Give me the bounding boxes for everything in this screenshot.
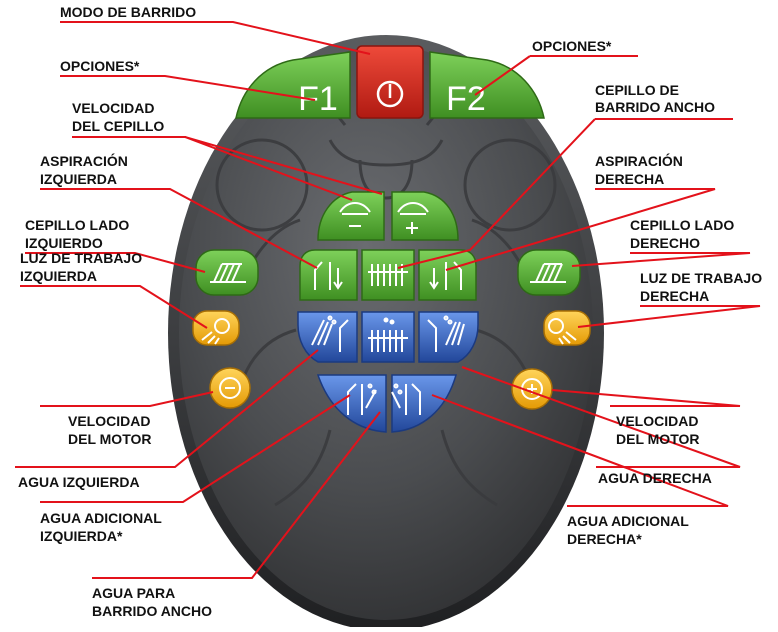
label-vel-motor-izq: VELOCIDAD DEL MOTOR <box>68 413 154 447</box>
label-cepillo-izq: CEPILLO LADO IZQUIERDO <box>25 217 133 251</box>
label-agua-der: AGUA DERECHA <box>598 470 712 486</box>
extra-water-right-button[interactable] <box>391 374 457 433</box>
water-right-icon <box>427 315 465 352</box>
work-light-left-icon <box>201 318 230 345</box>
label-opciones-left: OPCIONES* <box>60 58 140 74</box>
side-brush-right-button[interactable] <box>517 249 581 296</box>
label-modo-barrido: MODO DE BARRIDO <box>60 4 196 20</box>
vacuum-right-button[interactable] <box>418 249 477 301</box>
f2-button[interactable] <box>429 51 545 119</box>
label-cepillo-der: CEPILLO LADO DERECHO <box>630 217 738 251</box>
water-wide-icon <box>368 317 408 352</box>
water-left-icon <box>311 315 349 352</box>
label-vel-motor-der: VELOCIDAD DEL MOTOR <box>616 413 702 447</box>
engine-speed-minus-icon <box>219 377 241 399</box>
label-aspiracion-der: ASPIRACIÓN DERECHA <box>595 152 687 187</box>
callout-labels: MODO DE BARRIDO OPCIONES* OPCIONES* VELO… <box>18 4 766 619</box>
f2-label: F2 <box>446 80 486 118</box>
wide-brush-icon <box>368 264 408 286</box>
label-velocidad-cepillo: VELOCIDAD DEL CEPILLO <box>72 100 164 134</box>
label-agua-adic-izq: AGUA ADICIONAL IZQUIERDA* <box>40 510 165 544</box>
extra-water-left-button[interactable] <box>316 374 387 433</box>
brush-speed-plus-icon <box>397 202 429 234</box>
extra-water-right-icon <box>391 383 421 415</box>
label-luz-izq: LUZ DE TRABAJO IZQUIERDA <box>20 250 146 284</box>
side-brush-right-icon <box>530 263 566 283</box>
brush-speed-minus-button[interactable] <box>317 191 385 241</box>
vacuum-left-icon <box>314 261 343 290</box>
wide-brush-button[interactable] <box>361 249 415 301</box>
vacuum-left-button[interactable] <box>299 249 358 301</box>
brush-speed-minus-icon <box>339 202 371 227</box>
label-agua-adic-der: AGUA ADICIONAL DERECHA* <box>567 513 692 547</box>
label-opciones-right: OPCIONES* <box>532 38 612 54</box>
f1-button[interactable] <box>235 51 351 119</box>
extra-water-left-icon <box>347 383 377 415</box>
side-brush-left-button[interactable] <box>195 249 259 296</box>
label-agua-izq: AGUA IZQUIERDA <box>18 474 140 490</box>
label-agua-ancho: AGUA PARA BARRIDO ANCHO <box>92 585 212 619</box>
label-aspiracion-izq: ASPIRACIÓN IZQUIERDA <box>40 152 132 187</box>
side-brush-left-icon <box>210 263 246 283</box>
label-cepillo-ancho: CEPILLO DE BARRIDO ANCHO <box>595 82 715 115</box>
callout-lines <box>15 21 761 579</box>
label-luz-der: LUZ DE TRABAJO DERECHA <box>640 270 766 304</box>
work-light-right-icon <box>548 318 577 345</box>
vacuum-right-icon <box>429 261 462 290</box>
power-icon <box>376 80 404 108</box>
